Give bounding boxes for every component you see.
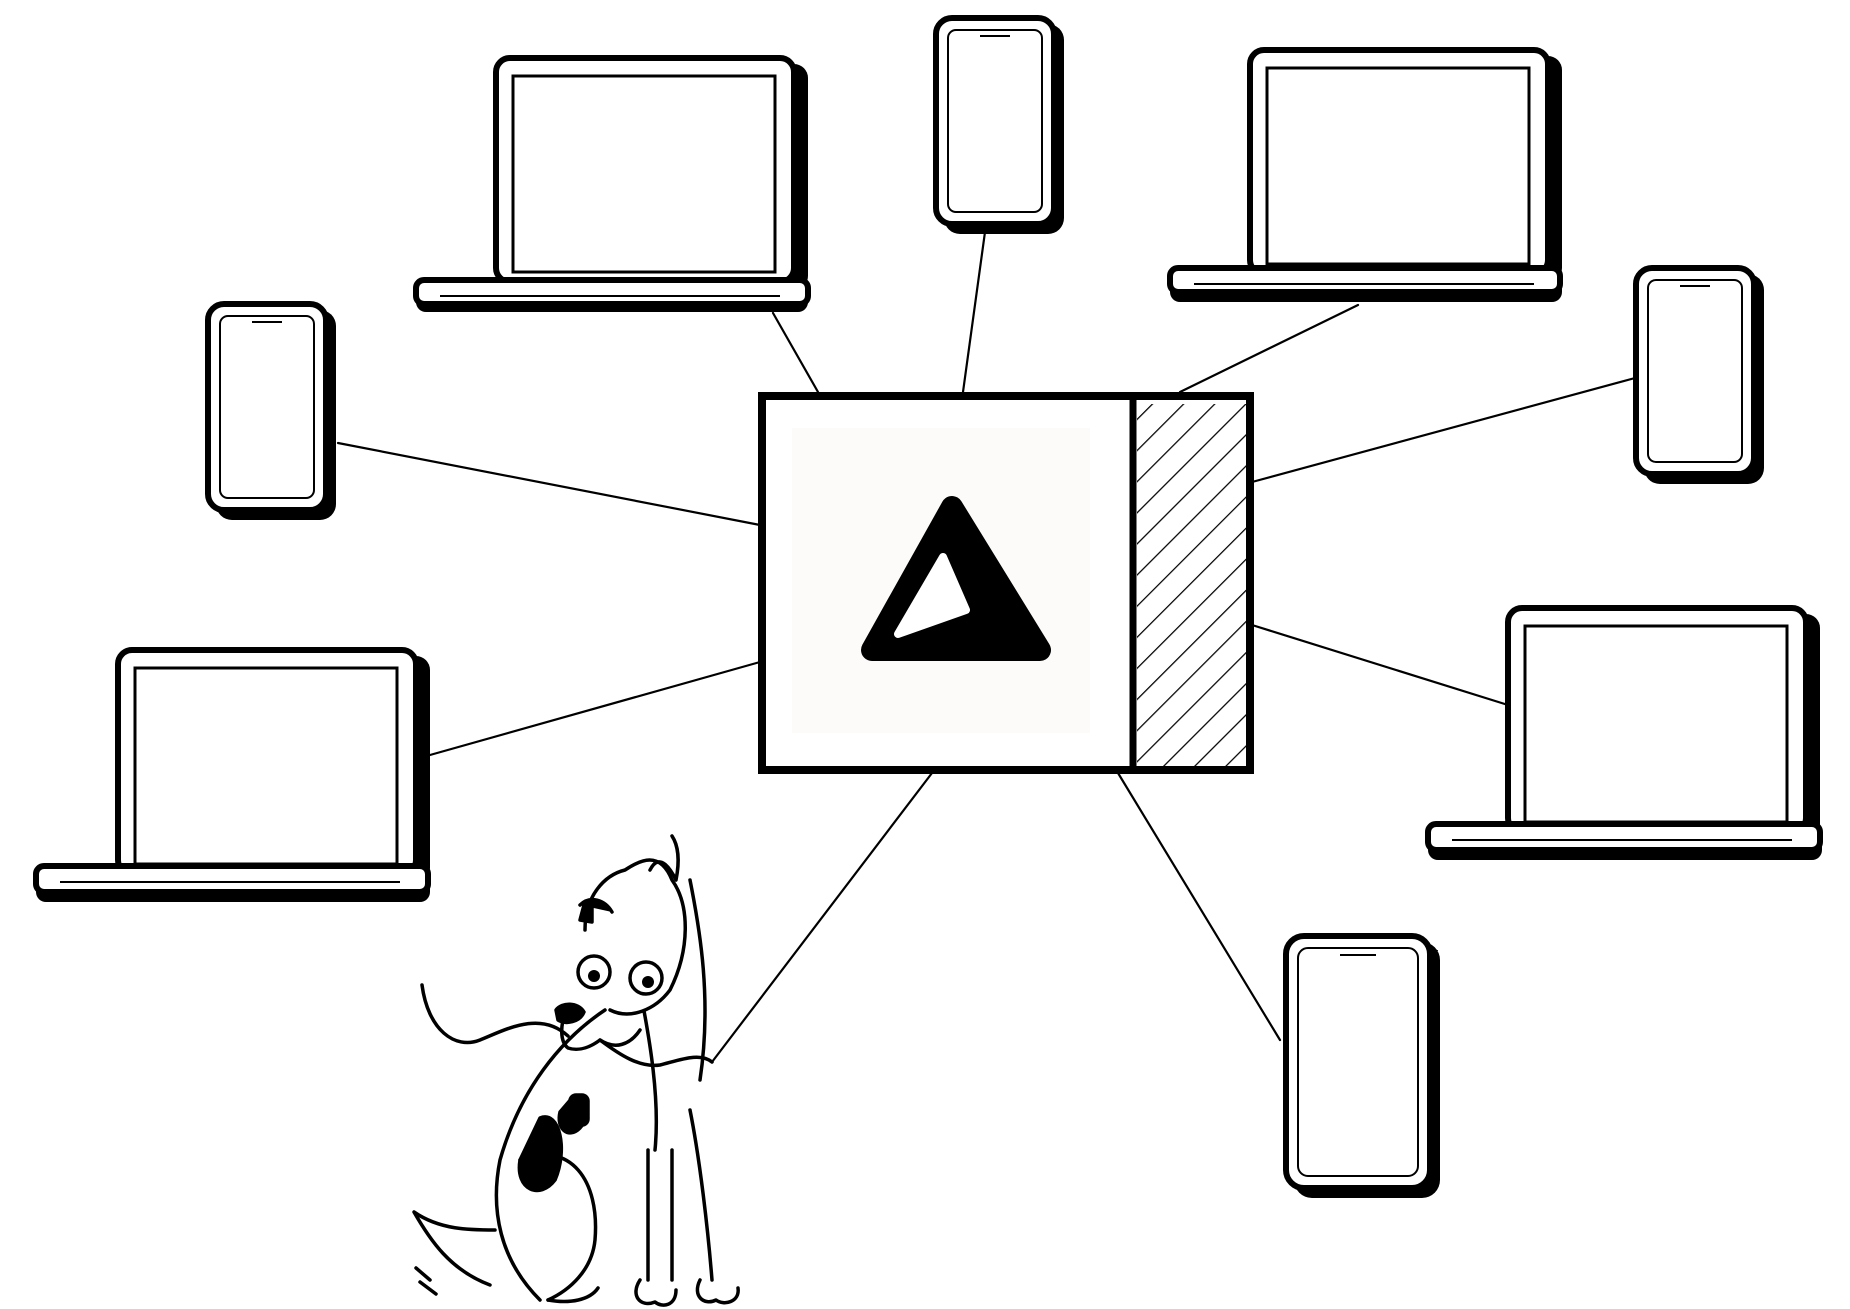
link-laptop-top-right: [1180, 305, 1358, 392]
phone-bottom-right: [1286, 936, 1440, 1198]
link-laptop-top-left: [773, 313, 818, 392]
phone-right: [1636, 268, 1764, 484]
link-phone-right: [1252, 378, 1635, 482]
link-phone-left: [338, 443, 760, 525]
link-phone-bottom-right: [1118, 773, 1280, 1040]
link-laptop-left: [430, 662, 760, 755]
link-laptop-right: [1252, 625, 1508, 705]
laptop-top-right: [1170, 50, 1562, 302]
hub-server: [762, 396, 1250, 770]
link-phone-top-center: [963, 232, 985, 392]
phone-left: [208, 304, 336, 520]
dog-icon: [414, 836, 738, 1305]
laptop-right: [1428, 608, 1822, 860]
laptop-top-left: [416, 58, 808, 312]
link-dog-cable: [712, 773, 932, 1062]
phone-top-center: [936, 18, 1064, 234]
laptop-left: [36, 650, 430, 902]
